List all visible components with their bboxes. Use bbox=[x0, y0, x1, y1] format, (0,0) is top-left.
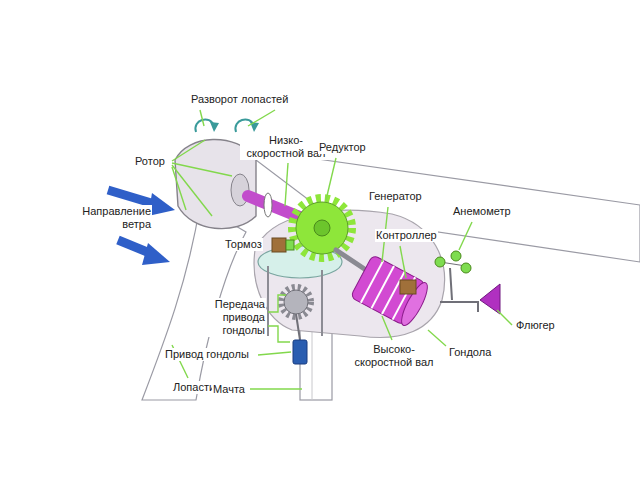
leader-line bbox=[285, 163, 288, 206]
part-label: Флюгер bbox=[515, 319, 556, 332]
leader-line bbox=[400, 246, 406, 278]
gear-teeth bbox=[292, 198, 352, 258]
leader-line bbox=[172, 165, 212, 216]
leader-line bbox=[326, 158, 336, 200]
leader-line bbox=[459, 222, 472, 250]
anemometer-cup bbox=[451, 251, 461, 261]
part-label: Гондола bbox=[448, 346, 492, 359]
leader-line bbox=[172, 163, 232, 176]
pitch-arrow bbox=[195, 119, 214, 132]
generator bbox=[350, 255, 432, 329]
brake-caliper bbox=[286, 240, 294, 250]
leader-line bbox=[382, 316, 392, 340]
leader-line bbox=[172, 167, 186, 210]
yaw-shaft bbox=[296, 314, 300, 340]
leader-line bbox=[200, 110, 204, 126]
anemometer-pole bbox=[450, 268, 452, 300]
brake-disc bbox=[264, 193, 272, 217]
controller-box bbox=[400, 280, 416, 294]
high-speed-shaft bbox=[336, 250, 366, 270]
gear bbox=[296, 202, 348, 254]
part-label: Привод гондолы bbox=[164, 348, 250, 361]
anemometer-cup bbox=[435, 257, 445, 267]
wind-arrow-head bbox=[142, 243, 170, 265]
generator-end bbox=[397, 280, 432, 329]
part-label: Направление ветра bbox=[72, 205, 152, 231]
pitch-arrow-head bbox=[210, 122, 219, 132]
part-label: Генератор bbox=[368, 190, 423, 203]
mast-edge bbox=[312, 330, 313, 400]
part-label: Лопасти bbox=[172, 381, 216, 394]
leader-line bbox=[268, 295, 286, 312]
leader-line bbox=[250, 388, 302, 389]
vane-pole bbox=[440, 302, 478, 312]
part-label: Анемометр bbox=[452, 205, 512, 218]
leader-line bbox=[497, 310, 512, 325]
blade bbox=[240, 148, 640, 262]
wind-arrow-head bbox=[148, 193, 175, 216]
leader-line bbox=[172, 140, 205, 161]
pitch-arrow bbox=[235, 119, 254, 132]
brake bbox=[272, 238, 286, 252]
part-label: Редуктор bbox=[318, 141, 367, 154]
generator-stripe bbox=[361, 260, 384, 302]
part-label: Высоко- скоростной вал bbox=[347, 343, 441, 369]
part-label: Передача привода гондолы bbox=[200, 298, 266, 337]
part-label: Ротор bbox=[134, 155, 166, 168]
part-label: Контроллер bbox=[375, 229, 438, 242]
leader-line bbox=[258, 352, 291, 355]
gear-hub bbox=[314, 220, 330, 236]
part-label: Тормоз bbox=[224, 238, 263, 251]
yaw-gear-teeth bbox=[281, 287, 311, 317]
part-label: Разворот лопастей bbox=[190, 93, 289, 106]
part-label: Мачта bbox=[212, 383, 246, 396]
yaw-gear bbox=[284, 290, 308, 314]
generator-stripe bbox=[371, 266, 394, 308]
wind-vane bbox=[480, 284, 500, 314]
leader-line bbox=[268, 326, 290, 342]
yaw-motor bbox=[293, 340, 307, 364]
leader-line bbox=[248, 110, 275, 126]
anemometer-cup bbox=[461, 263, 471, 273]
frame bbox=[321, 270, 323, 336]
